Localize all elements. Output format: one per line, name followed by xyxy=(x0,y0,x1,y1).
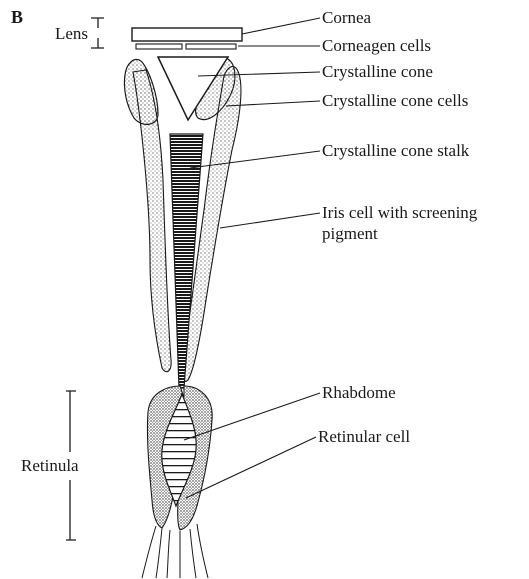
lens-bracket xyxy=(91,18,104,48)
crystalline-cone-stalk-label: Crystalline cone stalk xyxy=(322,141,469,161)
lens-label: Lens xyxy=(55,24,88,44)
corneagen-cells-label: Corneagen cells xyxy=(322,36,431,56)
crystalline-cone-label: Crystalline cone xyxy=(322,62,433,82)
retinula-label: Retinula xyxy=(21,456,79,476)
rhabdome-label: Rhabdome xyxy=(322,383,396,403)
axons xyxy=(142,524,208,578)
crystalline-cone-cells-label: Crystalline cone cells xyxy=(322,91,468,111)
retinular-cell-label: Retinular cell xyxy=(318,427,410,447)
cornea xyxy=(132,28,242,41)
panel-letter: B xyxy=(11,7,23,27)
cornea-label: Cornea xyxy=(322,8,371,28)
iris-cell-label: Iris cell with screening pigment xyxy=(322,202,527,244)
corneagen-cells xyxy=(136,44,236,49)
